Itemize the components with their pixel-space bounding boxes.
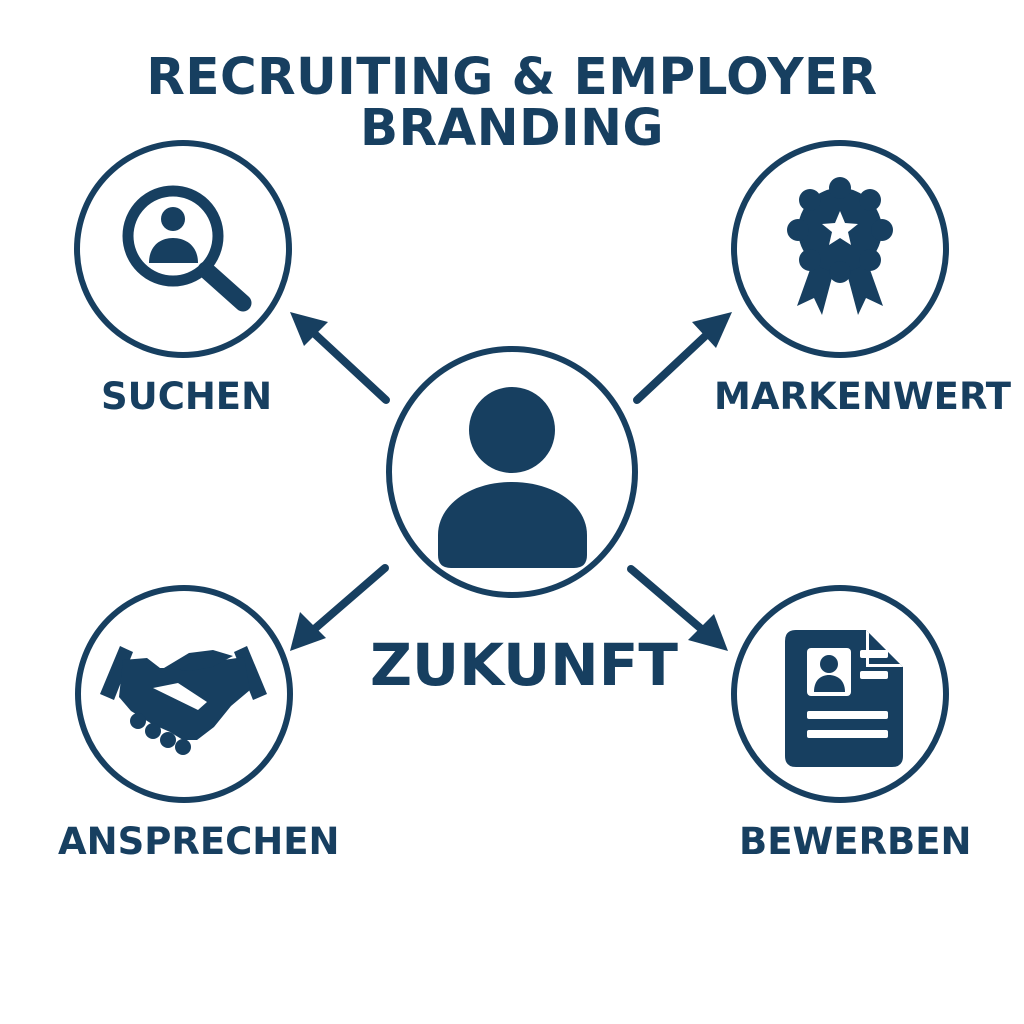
suchen-node <box>74 140 292 358</box>
ansprechen-label: ANSPRECHEN <box>58 820 340 863</box>
arrow-to-suchen <box>290 312 390 404</box>
person-icon <box>438 387 587 568</box>
arrow-to-bewerben <box>627 565 728 651</box>
arrow-to-markenwert <box>633 312 732 404</box>
award-rosette-star-icon <box>787 177 893 315</box>
arrow-to-ansprechen <box>290 564 389 651</box>
application-document-icon <box>785 630 903 767</box>
handshake-icon <box>100 646 267 755</box>
markenwert-label: MARKENWERT <box>714 375 1012 418</box>
zukunft-label: ZUKUNFT <box>370 631 678 699</box>
markenwert-node <box>731 140 949 358</box>
search-person-icon <box>122 185 252 312</box>
suchen-label: SUCHEN <box>101 375 273 418</box>
bewerben-node <box>731 585 949 803</box>
ansprechen-node <box>75 585 293 803</box>
diagram-title: RECRUITING & EMPLOYER BRANDING <box>146 48 878 158</box>
bewerben-label: BEWERBEN <box>739 820 972 863</box>
center-person-node <box>386 346 638 598</box>
